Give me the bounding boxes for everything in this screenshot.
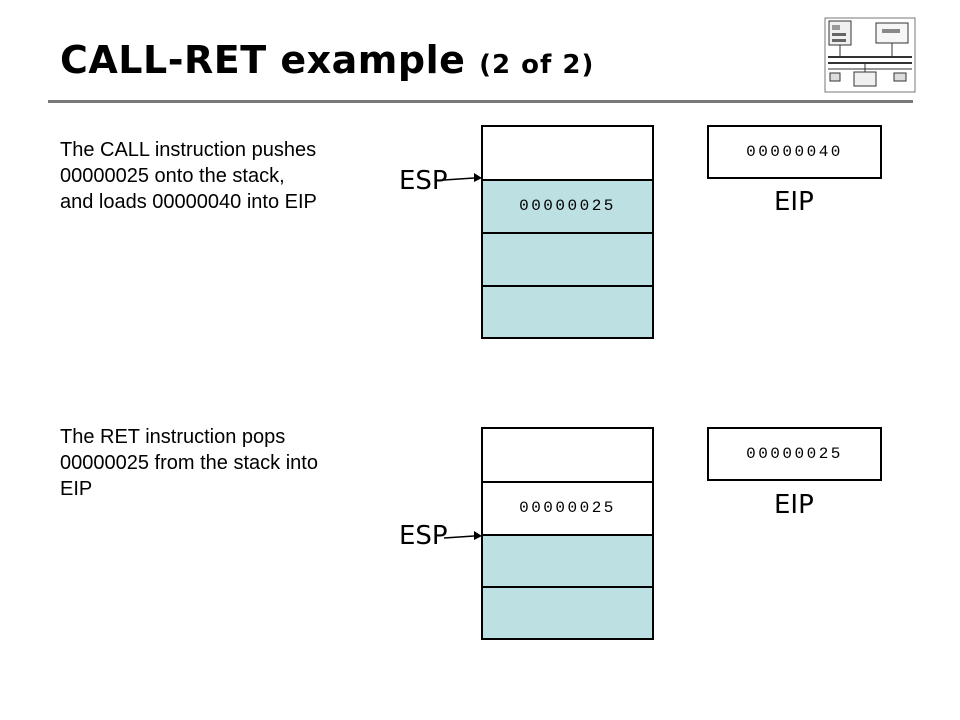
esp-arrow-icon (444, 173, 482, 182)
esp-label-ret: ESP (399, 521, 448, 551)
ret-description: The RET instruction pops 00000025 from t… (60, 426, 318, 500)
stack-cell (483, 287, 652, 337)
esp-label-call: ESP (399, 166, 448, 196)
slide-title-sub: (2 of 2) (479, 50, 595, 80)
eip-label-call: EIP (774, 187, 814, 217)
stack-cell (483, 588, 652, 638)
slide-title: CALL-RET example (2 of 2) (60, 38, 594, 82)
eip-label-ret: EIP (774, 490, 814, 520)
esp-arrow-icon (444, 531, 482, 540)
eip-register-call: 00000040 (707, 125, 882, 179)
stack-ret: 00000025 (481, 427, 654, 640)
stack-cell (483, 234, 652, 287)
title-divider (48, 100, 913, 103)
stack-cell: 00000025 (483, 483, 652, 536)
eip-register-ret: 00000025 (707, 427, 882, 481)
stack-call: 00000025 (481, 125, 654, 339)
slide-title-main: CALL-RET example (60, 38, 466, 82)
stack-cell (483, 429, 652, 483)
stack-cell (483, 127, 652, 181)
stack-cell: 00000025 (483, 181, 652, 234)
stack-cell (483, 536, 652, 588)
computer-architecture-diagram-icon (824, 17, 916, 93)
call-description: The CALL instruction pushes 00000025 ont… (60, 139, 317, 213)
